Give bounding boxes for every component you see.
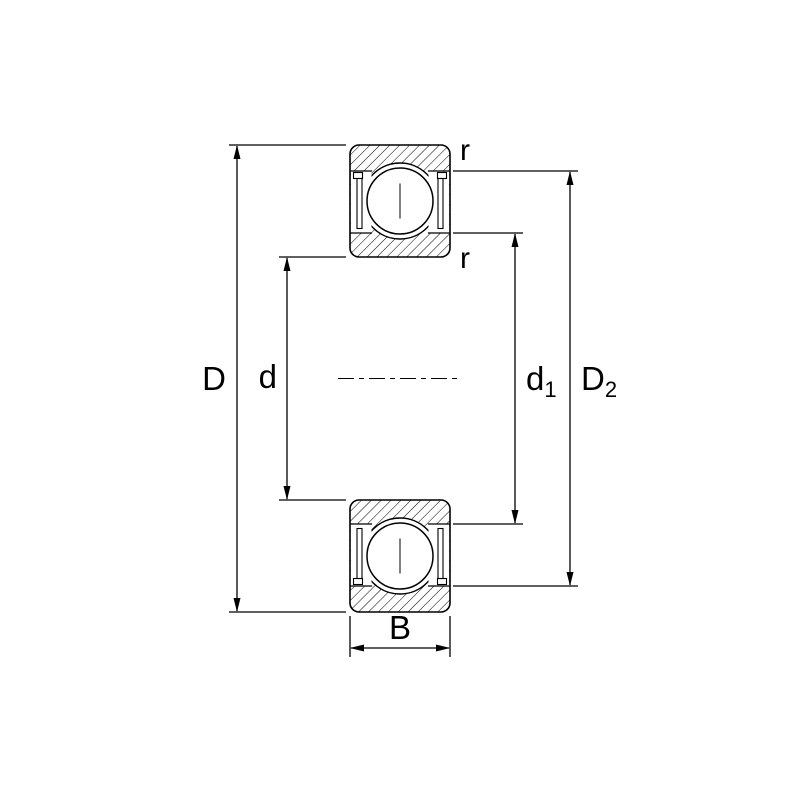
shield-anchor-top-left [352, 171, 364, 180]
dimension-label-D2-subscript: 2 [605, 377, 617, 402]
dimension-bore-diameter-d: d [259, 256, 346, 501]
arrowhead-B-left [350, 644, 364, 652]
arrowhead-D-up [233, 145, 241, 159]
fillet-radius-labels: r r [460, 134, 470, 275]
shield-body-bottom-left [356, 527, 363, 580]
arrowhead-d-up [283, 257, 291, 271]
fillet-label-r-inner: r [460, 242, 470, 275]
dimension-label-d1-base: d [526, 360, 544, 397]
arrowhead-D2-up [566, 171, 574, 185]
dimension-label-D2-base: D [581, 360, 605, 397]
dimension-label-d1-subscript: 1 [544, 377, 556, 402]
arrowhead-B-right [436, 644, 450, 652]
dimension-outer-shoulder-D2: D2 [453, 170, 617, 587]
dimension-label-d: d [259, 358, 277, 395]
bearing-section-top [349, 144, 451, 258]
shield-anchor-top-right [436, 171, 448, 180]
dimension-width-B: B [349, 609, 451, 657]
dimension-label-D2: D2 [581, 360, 617, 402]
arrowhead-d1-down [511, 510, 519, 524]
fillet-label-r-outer: r [460, 134, 470, 167]
arrowhead-d1-up [511, 233, 519, 247]
dimension-label-B: B [389, 609, 411, 646]
shield-anchor-bottom-left [352, 577, 364, 586]
arrowhead-D2-down [566, 572, 574, 586]
shield-anchor-bottom-right [436, 577, 448, 586]
arrowhead-d-down [283, 486, 291, 500]
dimension-outer-diameter-D: D [202, 144, 346, 613]
dimension-label-D: D [202, 360, 226, 397]
shield-body-top-right [437, 177, 444, 230]
dimension-inner-shoulder-d1: d1 [453, 232, 557, 525]
shield-body-top-left [356, 177, 363, 230]
shield-body-bottom-right [437, 527, 444, 580]
dimension-label-d1: d1 [526, 360, 557, 402]
arrowhead-D-down [233, 598, 241, 612]
bearing-section-bottom [349, 499, 451, 613]
